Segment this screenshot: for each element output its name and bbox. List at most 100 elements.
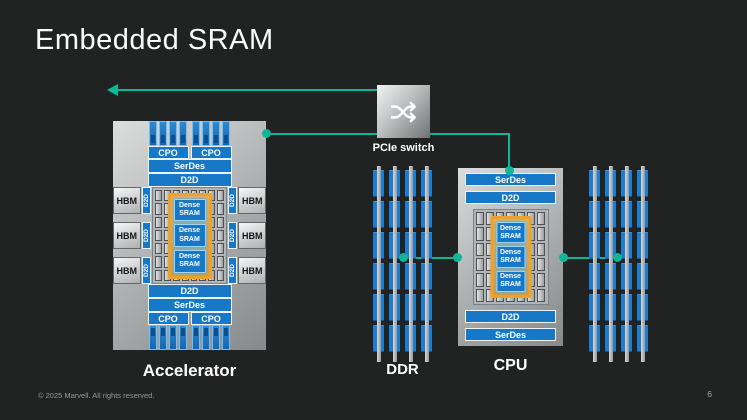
cpu-d2d-bottom: D2D (465, 310, 556, 323)
cpo-connector-group (148, 121, 189, 146)
hbm-column-right: HBM HBM HBM (238, 187, 267, 285)
dimm (605, 166, 616, 362)
cpo-connector-group (191, 325, 232, 351)
cpo-connector-pin (168, 121, 177, 146)
dimm (621, 166, 632, 362)
chiplet-cell (154, 216, 162, 228)
accelerator-mid-section: HBM HBM HBM D2D D2D D2D Dense SRAM Dense (113, 187, 267, 285)
cpo-connector-pin (158, 325, 167, 351)
chiplet-cell (217, 203, 225, 215)
hbm-block: HBM (113, 257, 141, 285)
chiplet-cell (217, 216, 225, 228)
chiplet-cell (475, 273, 484, 287)
dense-sram-cluster: Dense SRAM Dense SRAM Dense SRAM (167, 192, 212, 279)
dense-sram-block: Dense SRAM (496, 270, 525, 292)
hbm-block: HBM (113, 187, 141, 215)
chiplet-cell (154, 190, 162, 202)
chiplet-cell (475, 288, 484, 302)
hbm-block: HBM (238, 187, 267, 215)
link-switch-offslide (117, 89, 377, 91)
chiplet-cell (537, 212, 546, 226)
d2d-side-bar: D2D (228, 187, 238, 215)
link-dot-ddr-right (613, 253, 622, 262)
chiplet-cell (154, 243, 162, 255)
chiplet-cell (217, 229, 225, 242)
dimm (589, 166, 600, 362)
d2d-side-bar: D2D (228, 257, 238, 285)
link-dot-ddr-left (399, 253, 408, 262)
dimm-pcb (408, 166, 413, 362)
cpo-connector-pin (222, 325, 231, 351)
dense-sram-block: Dense SRAM (496, 222, 525, 244)
cpo-connector-pin (202, 325, 211, 351)
d2d-bar-top: D2D (147, 173, 232, 188)
cpu-d2d-top: D2D (465, 191, 556, 204)
cpo-connector-pin (158, 121, 167, 146)
cpu-package: SerDes D2D Dense SRAM Dense SRAM Dense S… (458, 168, 563, 346)
dimm (637, 166, 648, 362)
cpo-connector-pin (212, 325, 221, 351)
hbm-block: HBM (238, 257, 267, 285)
chiplet-cell (537, 288, 546, 302)
cpo-connector-group (148, 325, 189, 351)
cpo-connector-pin (212, 121, 221, 146)
ddr-group-left (373, 166, 432, 362)
pcie-switch (377, 85, 430, 138)
dense-sram-block: Dense SRAM (173, 249, 206, 273)
cpo-row-bottom: CPO CPO (147, 311, 232, 326)
accelerator-label: Accelerator (142, 361, 237, 380)
cpo-connector-group (191, 121, 232, 146)
dense-sram-block: Dense SRAM (173, 224, 206, 247)
dimm-pcb (592, 166, 597, 362)
shuffle-icon (390, 101, 416, 122)
dense-sram-cluster: Dense SRAM Dense SRAM Dense SRAM (490, 216, 531, 298)
chiplet-cell (217, 269, 225, 282)
cpo-connectors-bottom (148, 325, 232, 351)
chiplet-cell (475, 257, 484, 272)
d2d-side-bar: D2D (228, 222, 238, 250)
hbm-column-left: HBM HBM HBM (113, 187, 141, 285)
cpo-connector-pin (202, 121, 211, 146)
cpo-connector-pin (178, 325, 187, 351)
cpu-serdes-top: SerDes (465, 173, 556, 186)
chiplet-cell (217, 256, 225, 268)
dimm (421, 166, 432, 362)
chiplet-cell (475, 242, 484, 256)
link-dot-cpu-left (453, 253, 462, 262)
footer-copyright: © 2025 Marvell. All rights reserved. (38, 391, 155, 400)
dimm-pcb (424, 166, 429, 362)
accelerator-die: Dense SRAM Dense SRAM Dense SRAM (151, 187, 228, 285)
chiplet-cell (154, 256, 162, 268)
dense-sram-block: Dense SRAM (173, 198, 206, 222)
d2d-side-bar: D2D (141, 257, 151, 285)
link-switch-cpu (508, 133, 510, 171)
cpo-row-top: CPO CPO (147, 145, 232, 160)
left-arrowhead (107, 84, 118, 96)
d2d-side-bar: D2D (141, 187, 151, 215)
dimm-pcb (392, 166, 397, 362)
dense-sram-block: Dense SRAM (496, 246, 525, 268)
slide-title: Embedded SRAM (35, 24, 274, 56)
cpo-connector-pin (178, 121, 187, 146)
d2d-column-right: D2D D2D D2D (228, 187, 238, 285)
cpo-connectors-top (148, 121, 232, 146)
chiplet-cell (475, 227, 484, 241)
cpo-connector-pin (148, 325, 157, 351)
cpo-block: CPO (147, 145, 189, 160)
serdes-bar-bottom: SerDes (147, 297, 232, 312)
link-dot-cpu-top (505, 166, 514, 175)
chiplet-cell (154, 229, 162, 242)
cpu-label: CPU (493, 357, 528, 374)
hbm-block: HBM (113, 222, 141, 250)
page-number: 6 (707, 389, 712, 399)
pcie-switch-label: PCIe switch (372, 142, 435, 154)
d2d-bar-bottom: D2D (147, 284, 232, 298)
cpo-connector-pin (192, 325, 201, 351)
chiplet-cell (537, 227, 546, 241)
dimm (405, 166, 416, 362)
dimm-pcb (376, 166, 381, 362)
cpo-block: CPO (190, 145, 232, 160)
dimm-pcb (608, 166, 613, 362)
d2d-column-left: D2D D2D D2D (141, 187, 151, 285)
